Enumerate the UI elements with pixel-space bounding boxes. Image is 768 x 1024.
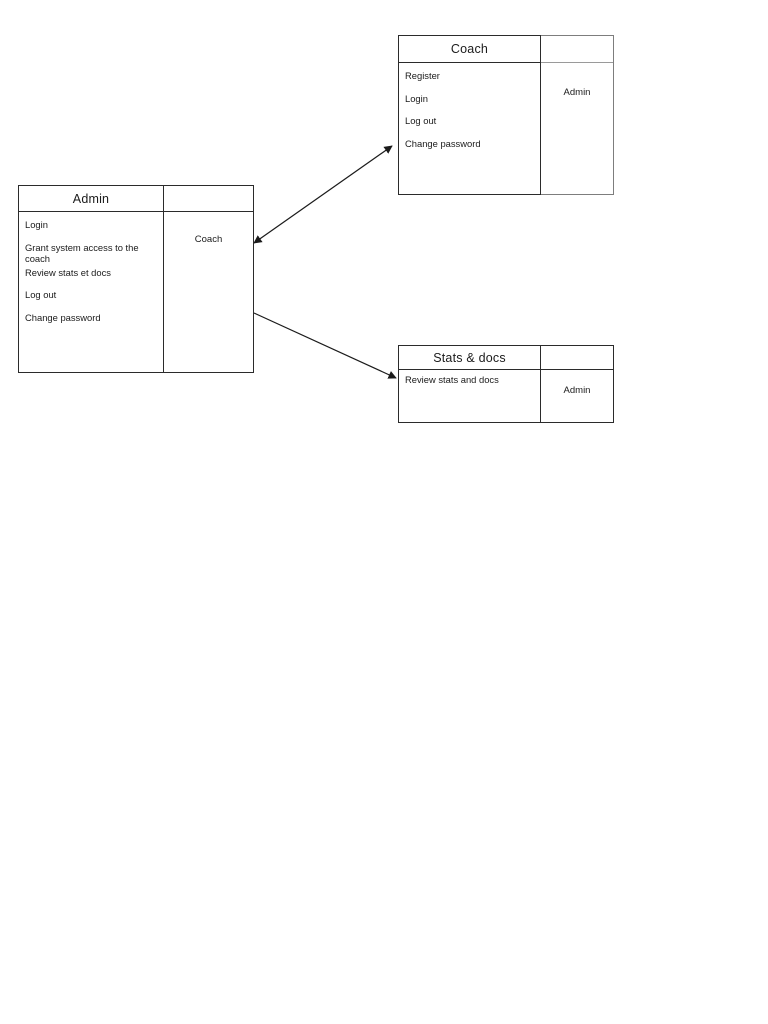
stats-side-column: Admin (541, 345, 614, 423)
admin-operation: Change password (25, 311, 101, 323)
coach-main-column: Coach Register Login Log out Change pass… (398, 35, 541, 195)
coach-operation: Log out (405, 115, 437, 126)
admin-operation: Grant system access to the coach (25, 241, 142, 265)
coach-side-body: Admin (541, 63, 613, 194)
admin-class-title: Admin (19, 186, 163, 212)
connector-admin-stats (253, 312, 397, 379)
stats-operations-list: Review stats and docs (399, 370, 540, 422)
coach-operations-list: Register Login Log out Change password (399, 63, 540, 194)
admin-side-header-blank (164, 186, 253, 212)
connector-admin-coach (253, 145, 393, 244)
admin-operation: Login (25, 219, 48, 230)
admin-side-label: Coach (194, 234, 223, 245)
stats-class-title: Stats & docs (399, 346, 540, 370)
admin-operation: Log out (25, 289, 57, 300)
coach-operation: Change password (405, 137, 481, 149)
admin-side-column: Coach (164, 185, 254, 373)
coach-class-title: Coach (399, 36, 540, 63)
stats-operation: Review stats and docs (405, 374, 499, 385)
coach-operation: Login (405, 92, 428, 104)
coach-side-column: Admin (541, 35, 614, 195)
stats-side-header-blank (541, 346, 613, 370)
class-box-stats-and-docs[interactable]: Stats & docs Review stats and docs Admin (398, 345, 614, 423)
class-box-coach[interactable]: Coach Register Login Log out Change pass… (398, 35, 614, 195)
admin-main-column: Admin Login Grant system access to the c… (18, 185, 164, 373)
coach-side-label: Admin (563, 87, 591, 98)
class-box-admin[interactable]: Admin Login Grant system access to the c… (18, 185, 254, 373)
stats-side-body: Admin (541, 370, 613, 422)
coach-side-header-blank (541, 36, 613, 63)
stats-main-column: Stats & docs Review stats and docs (398, 345, 541, 423)
admin-operation: Review stats et docs (25, 266, 111, 278)
admin-side-body: Coach (164, 212, 253, 372)
stats-side-label: Admin (563, 385, 591, 396)
admin-operations-list: Login Grant system access to the coach R… (19, 212, 163, 372)
coach-operation: Register (405, 70, 440, 81)
